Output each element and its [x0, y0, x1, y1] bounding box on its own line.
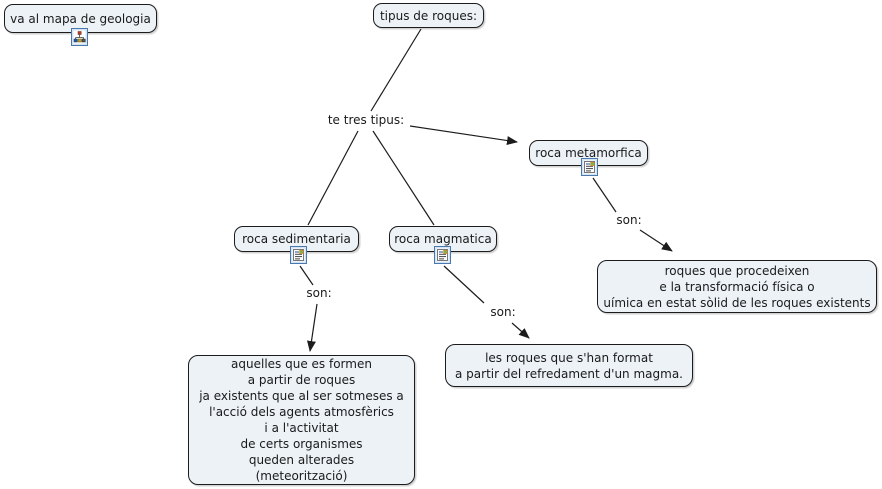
concept-node-desc-magmatica[interactable]: les roques que s'han format a partir del… — [445, 344, 693, 387]
connector-magmatica-to-son — [443, 265, 485, 304]
connector-sedimentaria-to-son — [299, 265, 314, 286]
connector-tipus-to-branch-label — [370, 28, 422, 112]
link-label-son-metamorfica[interactable]: son: — [610, 213, 648, 227]
concept-node-desc-sedimentaria[interactable]: aquelles que es formen a partir de roque… — [188, 355, 415, 485]
link-label-son-sedimentaria[interactable]: son: — [300, 286, 338, 300]
webpage-resource-icon[interactable] — [581, 158, 598, 176]
desc-line: queden alterades — [248, 453, 355, 467]
desc-line: e la transformació física o — [659, 279, 815, 294]
concept-node-tipus-de-roques[interactable]: tipus de roques: — [373, 3, 484, 28]
connector-branch-to-metamorfica-arrow — [409, 125, 518, 145]
concept-node-label: roca magmatica — [394, 232, 492, 246]
desc-line: de certs organismes — [240, 437, 363, 451]
concept-node-desc-metamorfica[interactable]: roques que procedeixen e la transformaci… — [597, 260, 877, 313]
desc-line: uímica en estat sòlid de les roques exis… — [603, 295, 871, 310]
link-label-te-tres-tipus[interactable]: te tres tipus: — [322, 113, 410, 127]
link-label-son-magmatica[interactable]: son: — [484, 305, 522, 319]
desc-line: aquelles que es formen — [231, 357, 372, 371]
desc-line: a partir del refredament d'un magma. — [455, 366, 683, 381]
desc-line: roques que procedeixen — [664, 263, 810, 278]
webpage-resource-icon[interactable] — [434, 246, 451, 264]
connector-branch-to-sedimentaria — [307, 130, 359, 226]
desc-line: les roques que s'han format — [485, 350, 653, 365]
connector-son-to-desc-sedimentaria-arrow — [307, 303, 318, 352]
desc-line: ja existents que al ser sotmeses a — [199, 389, 404, 403]
desc-line: (meteorització) — [255, 469, 348, 483]
webpage-resource-icon[interactable] — [290, 246, 307, 264]
desc-line: l'acció dels agents atmosfèrics — [209, 405, 394, 419]
connector-metamorfica-to-son — [592, 177, 617, 213]
concept-node-label: va al mapa de geologia — [10, 11, 151, 26]
connector-branch-to-magmatica — [372, 130, 435, 226]
concept-node-label: tipus de roques: — [379, 8, 478, 23]
connector-son-to-desc-metamorfica-arrow — [639, 229, 673, 252]
concept-map-resource-icon[interactable] — [71, 28, 88, 46]
concept-node-label: roca sedimentaria — [242, 232, 351, 246]
desc-line: a partir de roques — [247, 373, 356, 387]
connector-son-to-desc-magmatica-arrow — [511, 322, 530, 339]
concept-node-label: roca metamorfica — [535, 146, 642, 160]
desc-line: i a l'activitat — [264, 421, 339, 435]
